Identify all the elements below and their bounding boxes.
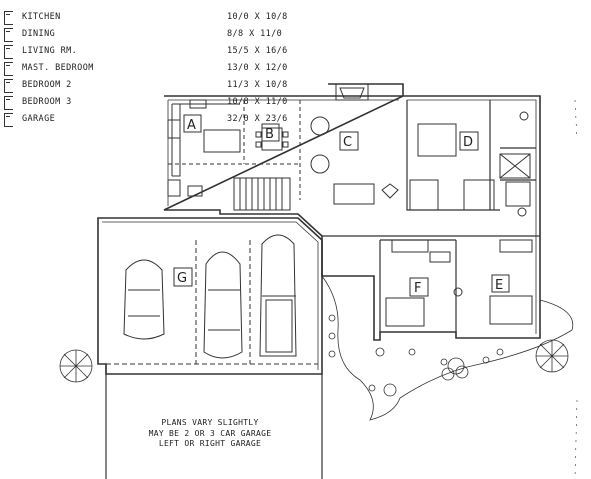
- legend-room-dims: 8/8 X 11/0: [227, 29, 283, 39]
- legend-row-bedroom-3: BEDROOM 3 10/8 X 11/0: [4, 95, 334, 111]
- plan-note: PLANS VARY SLIGHTLY MAY BE 2 OR 3 CAR GA…: [130, 418, 290, 450]
- legend-room-name: MAST. BEDROOM: [22, 63, 94, 73]
- room-label-b: B: [265, 127, 274, 142]
- right-border: [574, 99, 578, 479]
- closet-f: [391, 239, 429, 253]
- truck: [259, 234, 297, 357]
- legend-key-icon: [4, 79, 13, 93]
- legend-row-kitchen: KITCHEN 10/0 X 10/8: [4, 10, 334, 26]
- legend-room-name: KITCHEN: [22, 12, 61, 22]
- legend-room-name: LIVING RM.: [22, 46, 78, 56]
- fireplace: [335, 83, 369, 101]
- legend-key-icon: [4, 62, 13, 76]
- bed-f: [385, 297, 425, 327]
- garage-wall: [97, 217, 323, 375]
- legend-room-dims: 13/0 X 12/0: [227, 63, 288, 73]
- legend-room-dims: 10/8 X 11/0: [227, 97, 288, 107]
- room-label-f: F: [414, 281, 421, 296]
- legend-room-name: GARAGE: [22, 114, 56, 124]
- legend-room-name: DINING: [22, 29, 56, 39]
- legend-key-icon: [4, 113, 13, 127]
- car-2: [203, 251, 243, 359]
- sofa: [333, 183, 375, 205]
- car-1: [123, 259, 165, 340]
- legend-key-icon: [4, 96, 13, 110]
- room-label-d: D: [463, 135, 473, 150]
- legend-room-dims: 32/0 X 23/6: [227, 114, 288, 124]
- legend-row-garage: GARAGE 32/0 X 23/6: [4, 112, 334, 128]
- legend-key-icon: [4, 28, 13, 42]
- closet-e: [499, 239, 533, 253]
- legend-key-icon: [4, 11, 13, 25]
- legend-row-bedroom-2: BEDROOM 2 11/3 X 10/8: [4, 78, 334, 94]
- legend-row-dining: DINING 8/8 X 11/0: [4, 27, 334, 43]
- legend-room-name: BEDROOM 2: [22, 80, 72, 90]
- bed-e: [489, 295, 533, 325]
- legend-room-name: BEDROOM 3: [22, 97, 72, 107]
- legend-room-dims: 10/0 X 10/8: [227, 12, 288, 22]
- armchair-1: [310, 116, 330, 136]
- legend-row-master-bedroom: MAST. BEDROOM 13/0 X 12/0: [4, 61, 334, 77]
- legend-room-dims: 11/3 X 10/8: [227, 80, 288, 90]
- plan-note-line: PLANS VARY SLIGHTLY: [161, 418, 259, 427]
- legend-row-living-room: LIVING RM. 15/5 X 16/6: [4, 44, 334, 60]
- room-label-a: A: [187, 118, 196, 133]
- armchair-2: [310, 154, 330, 174]
- legend-key-icon: [4, 45, 13, 59]
- landscaping: [59, 275, 574, 421]
- room-label-g: G: [177, 271, 187, 286]
- stairs: [233, 177, 291, 211]
- plan-note-line: LEFT OR RIGHT GARAGE: [158, 439, 262, 448]
- master-bed: [417, 123, 457, 157]
- room-label-e: E: [495, 278, 503, 293]
- plan-note-line: MAY BE 2 OR 3 CAR GARAGE: [148, 428, 272, 438]
- legend-room-dims: 15/5 X 16/6: [227, 46, 288, 56]
- room-label-c: C: [343, 135, 352, 150]
- master-bedroom-wall: [406, 100, 536, 211]
